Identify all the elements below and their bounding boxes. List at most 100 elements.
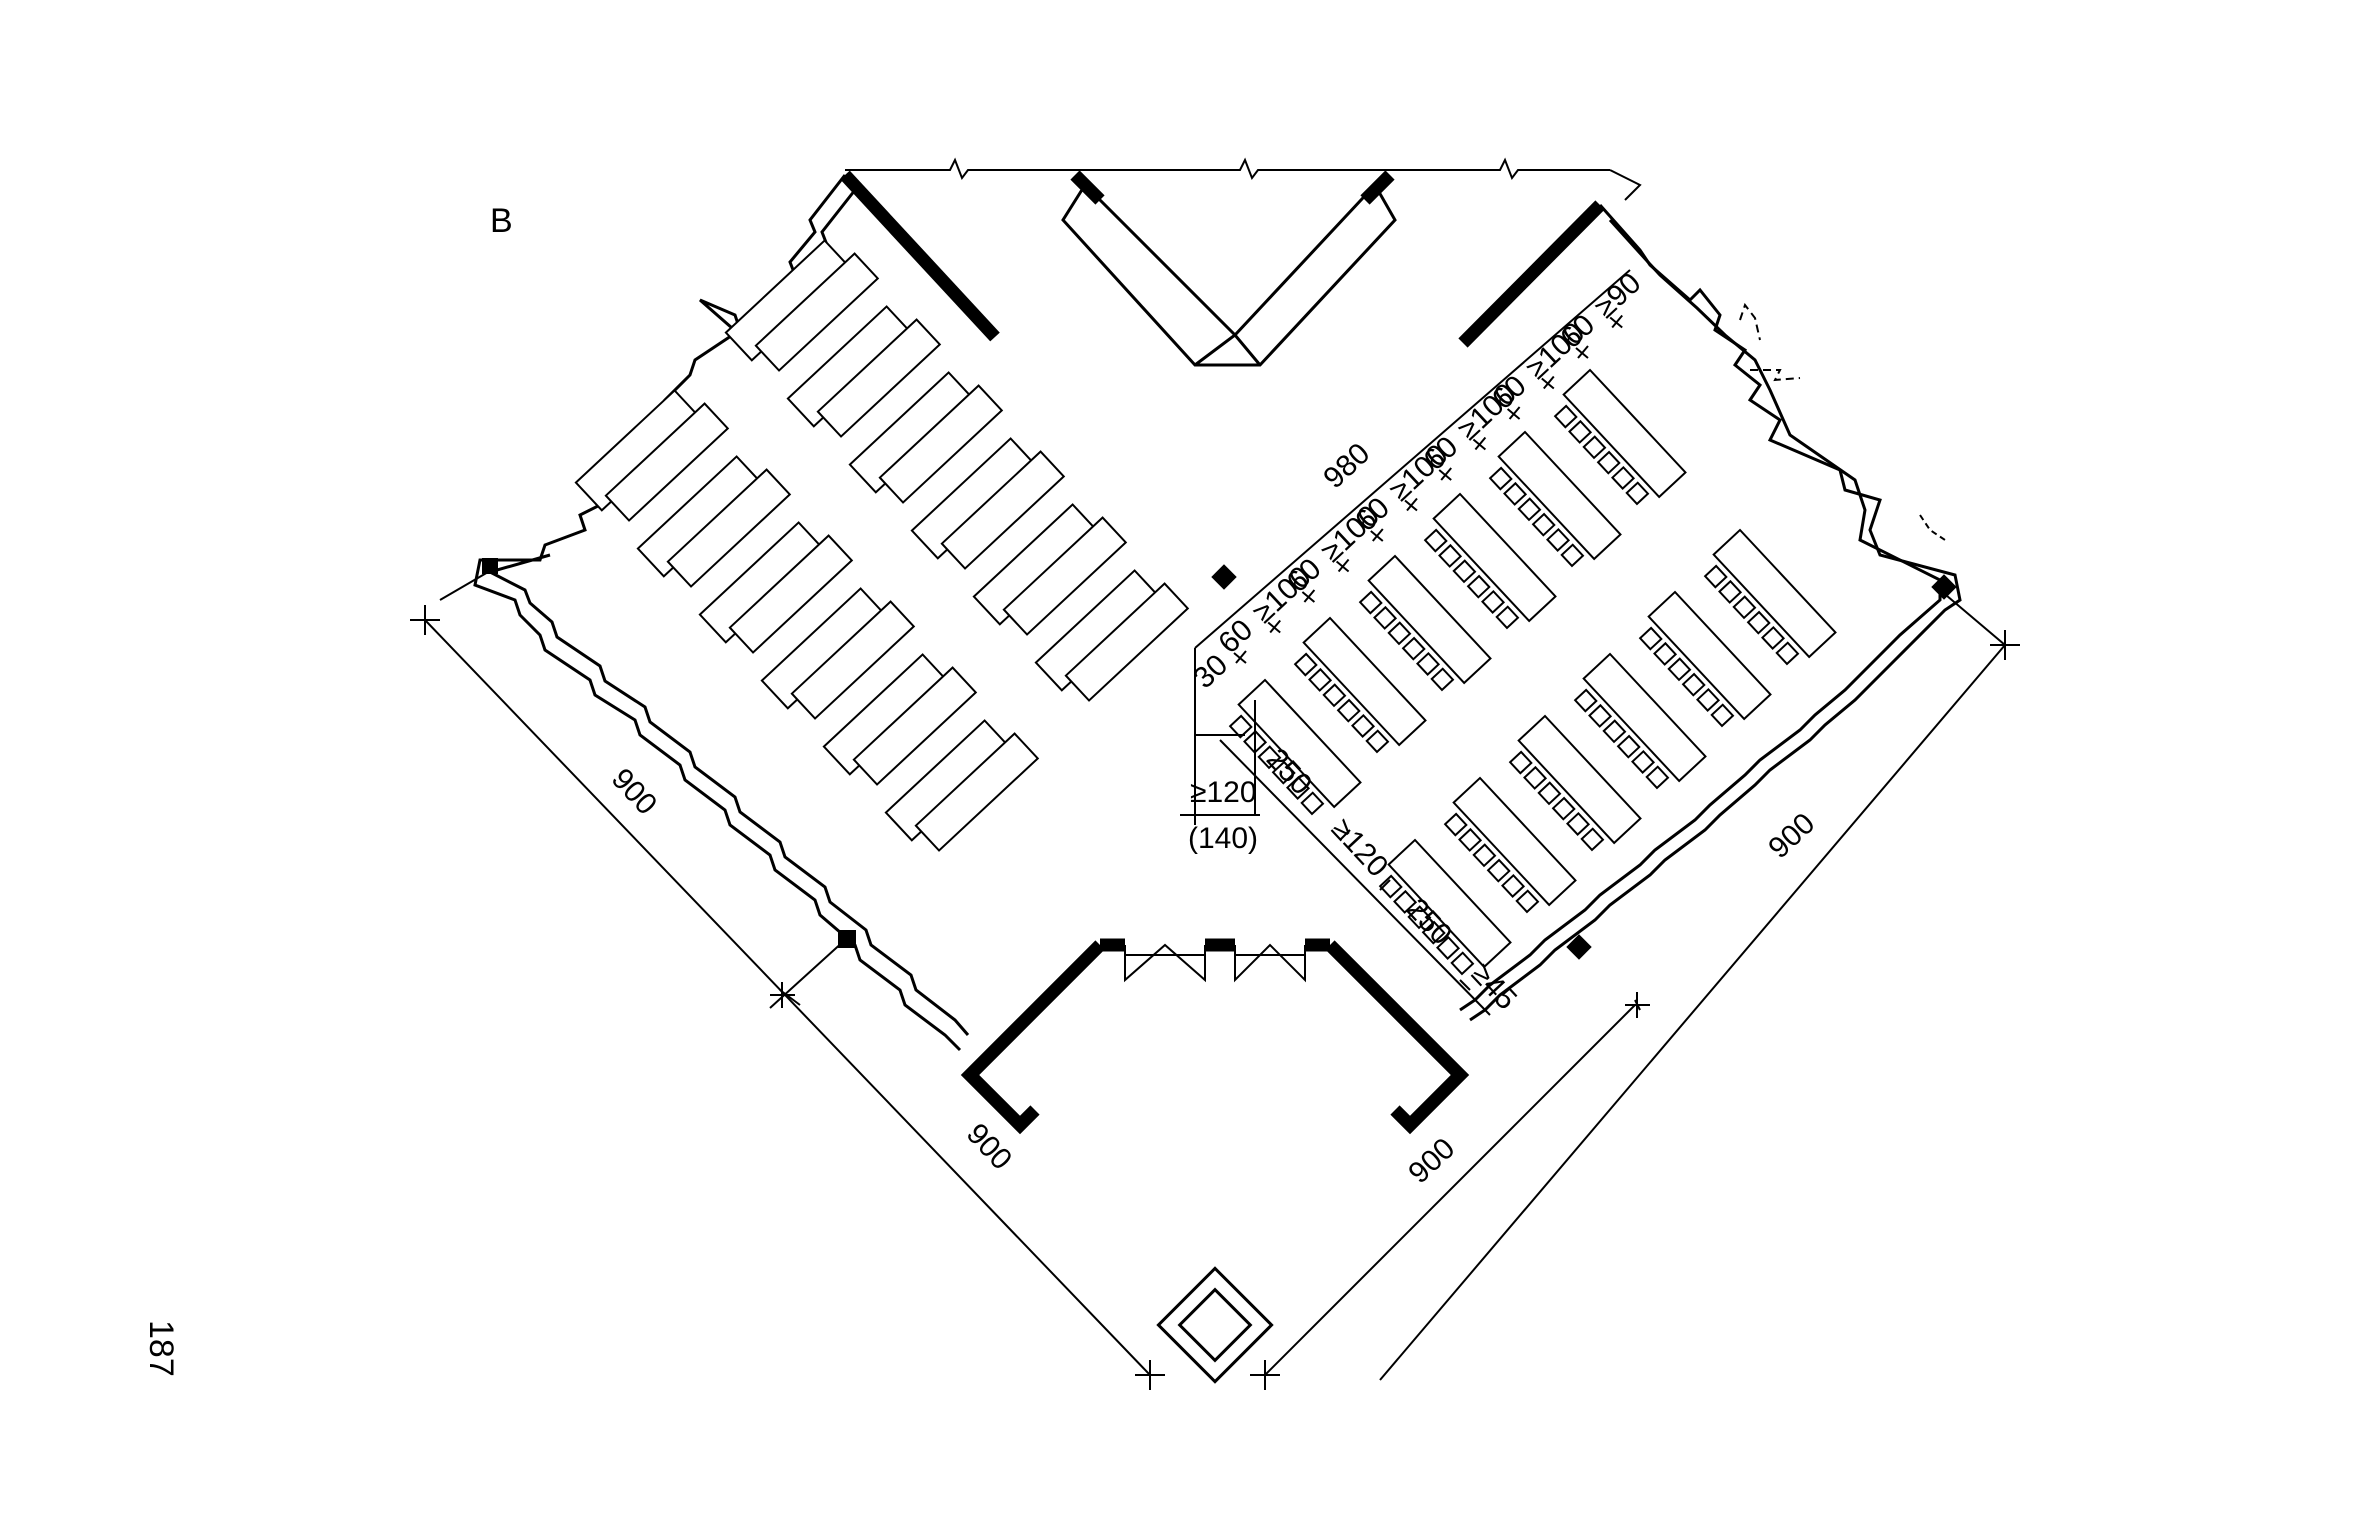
table-with-chairs	[1703, 528, 1837, 666]
pew-bench-seat	[816, 318, 942, 438]
pew-bench	[574, 389, 730, 522]
pew-bench	[884, 719, 1040, 852]
table-with-chairs	[1553, 368, 1687, 506]
pew-bench-seat	[790, 600, 916, 720]
chair	[1703, 564, 1728, 589]
dimension-tick	[1609, 314, 1623, 329]
dimension-tick	[1472, 436, 1487, 451]
chair	[1645, 765, 1670, 790]
table-with-chairs	[1423, 492, 1557, 630]
right-outer-wall	[1459, 204, 1962, 1022]
chair	[1378, 874, 1403, 899]
table-top	[1237, 678, 1362, 809]
chair	[1732, 595, 1757, 620]
chair	[1517, 497, 1542, 522]
chair	[1486, 858, 1511, 883]
chair	[1546, 527, 1571, 553]
chair	[1710, 703, 1735, 728]
table-top	[1367, 554, 1492, 685]
table-top	[1432, 492, 1557, 623]
chair	[1452, 559, 1477, 584]
chair	[1602, 719, 1627, 744]
pew-bench	[786, 305, 942, 438]
dim-aisle-main: ≥120	[1190, 776, 1257, 809]
table-top	[1302, 616, 1427, 747]
chair	[1582, 435, 1607, 460]
table-top	[1387, 838, 1512, 969]
chair	[1228, 714, 1253, 739]
chair	[1365, 729, 1390, 754]
chair	[1293, 652, 1318, 677]
chair	[1573, 688, 1598, 713]
chair	[1488, 466, 1513, 491]
chair	[1322, 683, 1347, 708]
page-number: 187	[142, 1320, 180, 1377]
pew-bench	[760, 587, 916, 720]
table-with-chairs	[1573, 652, 1707, 790]
dimension-tick	[1438, 467, 1452, 481]
pew-bench	[910, 437, 1066, 570]
chair	[1566, 811, 1591, 837]
dim-aisle-main-alt: (140)	[1188, 822, 1258, 855]
chair	[1407, 905, 1432, 930]
chair	[1450, 951, 1475, 976]
chair	[1653, 641, 1678, 666]
table-top	[1452, 776, 1577, 907]
dimension-tick	[1301, 589, 1316, 603]
table-with-chairs	[1488, 430, 1622, 568]
chair	[1436, 935, 1461, 961]
chair	[1537, 781, 1562, 806]
chair	[1423, 528, 1448, 553]
dimension-tick	[1370, 528, 1384, 542]
pew-bench-seat	[728, 534, 854, 654]
chair	[1430, 667, 1455, 692]
chair	[1271, 760, 1296, 785]
table-top	[1497, 430, 1622, 561]
pew-bench	[848, 371, 1004, 504]
pew-bench	[822, 653, 978, 786]
chair	[1616, 734, 1641, 759]
chair	[1551, 796, 1576, 821]
table-top	[1647, 590, 1772, 721]
pew-bench	[698, 521, 854, 654]
pew-bench-seat	[1002, 516, 1128, 636]
chair	[1421, 920, 1446, 945]
dimension-tick	[1541, 375, 1555, 390]
chair	[1351, 713, 1376, 739]
dimension-tick	[1506, 406, 1521, 420]
chair	[1458, 827, 1483, 852]
chair	[1336, 698, 1361, 723]
left-wing-benches	[574, 239, 1190, 852]
entrance-narthex	[960, 938, 1470, 1135]
chair	[1611, 465, 1636, 491]
table-with-chairs	[1228, 678, 1362, 816]
dim-right-bottom: 900	[1402, 1132, 1461, 1190]
pew-bench	[1034, 569, 1190, 702]
chair	[1503, 481, 1528, 506]
chair	[1761, 625, 1786, 651]
back-walls	[840, 170, 1605, 348]
chair	[1416, 651, 1441, 677]
chair	[1387, 621, 1412, 646]
dimension-tick	[1404, 497, 1418, 512]
chair	[1560, 543, 1585, 568]
chair	[1775, 641, 1800, 666]
table-with-chairs	[1378, 838, 1512, 976]
dimension-tick	[1267, 619, 1281, 634]
dim-overall-depth: 980	[1317, 437, 1376, 495]
chair	[1501, 873, 1526, 899]
chair	[1472, 843, 1497, 868]
chair	[1638, 626, 1663, 651]
dimension-tick	[1335, 558, 1350, 573]
pew-bench-seat	[878, 384, 1004, 504]
chair	[1481, 589, 1506, 615]
dimension-tick	[1575, 345, 1589, 359]
chair	[1393, 889, 1418, 914]
row-spacing-label: 60	[1212, 613, 1259, 660]
dim-left-bottom: 900	[960, 1117, 1018, 1176]
pew-bench	[972, 503, 1128, 636]
chair	[1515, 889, 1540, 914]
pew-bench-seat	[1064, 582, 1190, 702]
table-with-chairs	[1293, 616, 1427, 754]
